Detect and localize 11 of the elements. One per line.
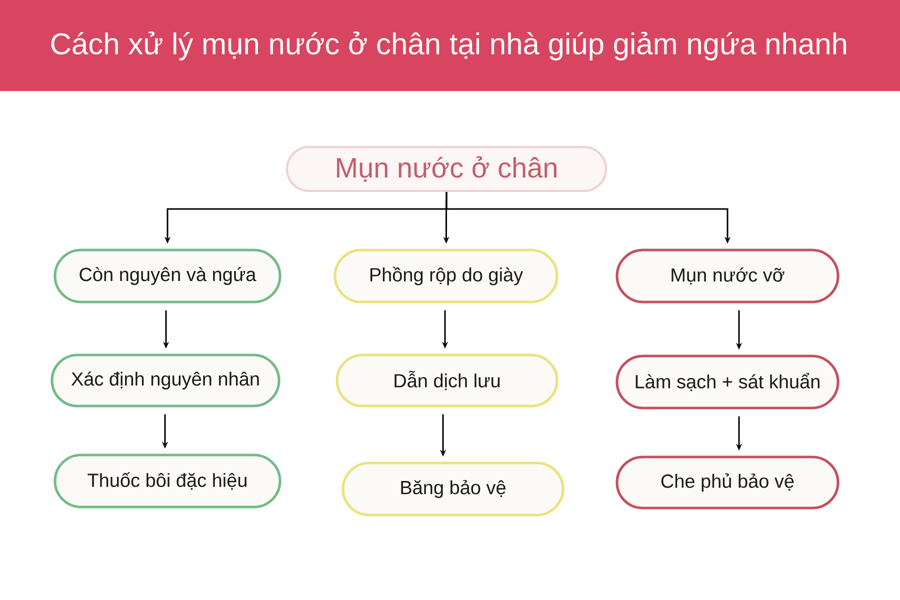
rounded-box: Mụn nước vỡ xyxy=(616,248,840,304)
rounded-box: Xác định nguyên nhân xyxy=(50,354,280,408)
rounded-box: Phồng rộp do giày xyxy=(334,248,558,304)
rounded-box: Mụn nước ở chân xyxy=(286,146,607,192)
rounded-box: Băng bảo vệ xyxy=(342,462,564,516)
rounded-box: Làm sạch + sát khuẩn xyxy=(616,354,840,410)
title-banner: Cách xử lý mụn nước ở chân tại nhà giúp giảm ngứa nhanh xyxy=(0,0,900,91)
rounded-box: Thuốc bôi đặc hiệu xyxy=(54,454,282,508)
rounded-box: Dẫn dịch lưu xyxy=(336,354,558,408)
rounded-box: Che phủ bảo vệ xyxy=(616,456,840,510)
rounded-box: Còn nguyên và ngứa xyxy=(54,248,282,304)
